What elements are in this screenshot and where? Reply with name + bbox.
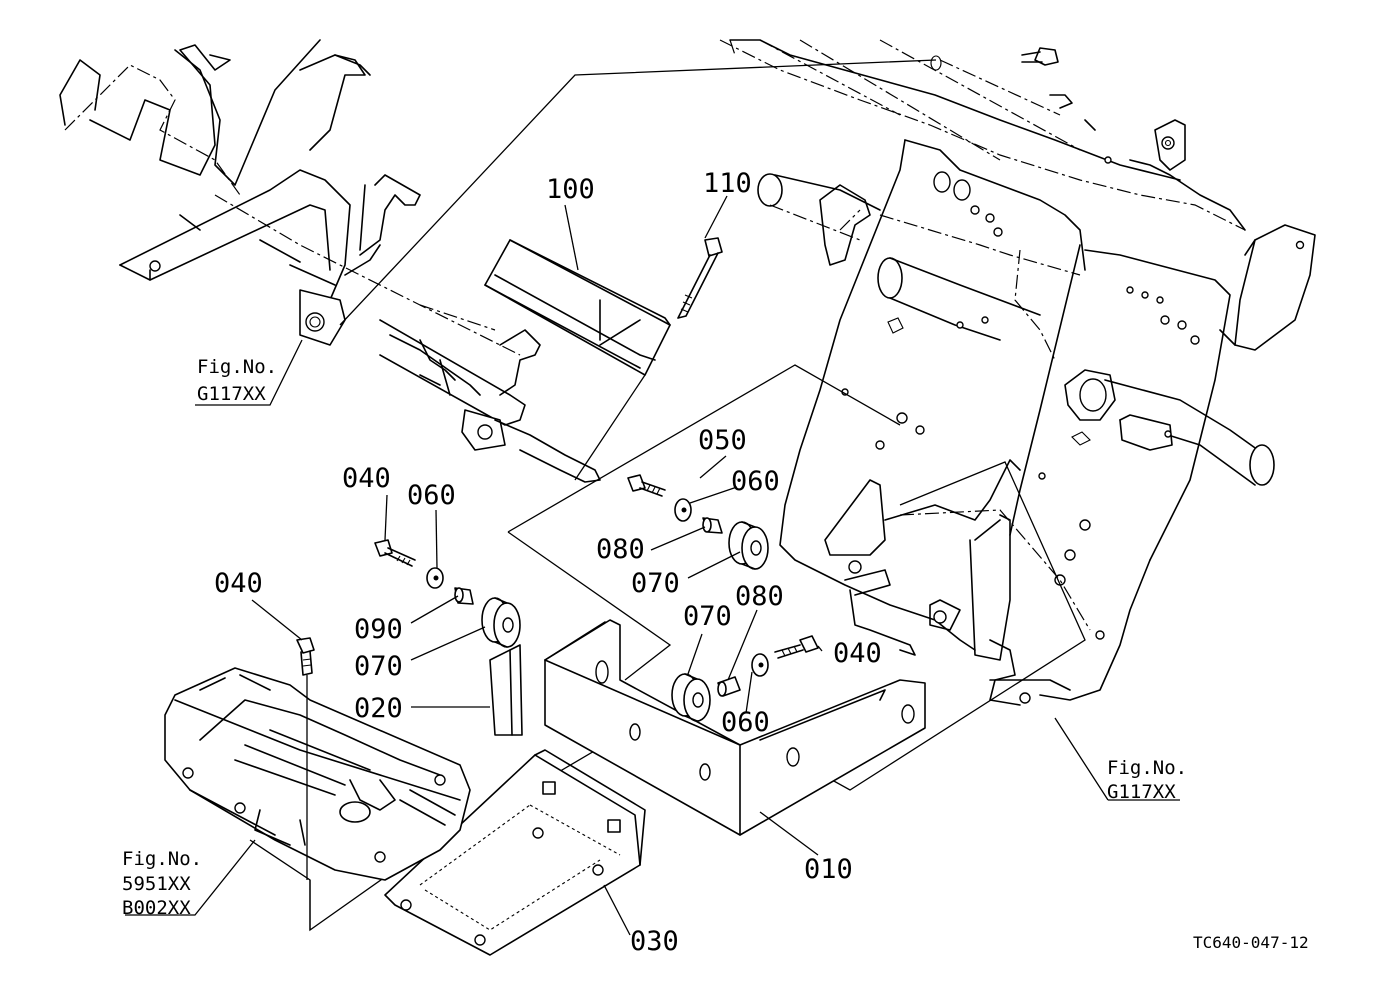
callout-060-upper: 060 [731, 466, 780, 497]
fig-ref-line2: G117XX [1107, 781, 1176, 803]
callout-060-lower: 060 [721, 707, 770, 738]
part-100-cover [484, 239, 671, 376]
figure-ref-bottom-left: Fig.No. 5951XX B002XX [122, 848, 202, 919]
callout-030: 030 [630, 926, 679, 957]
top-bolt [930, 47, 1059, 71]
main-frame-right [719, 39, 1316, 706]
upper-frame-left [59, 39, 601, 483]
fig-ref-line1: Fig.No. [122, 848, 202, 870]
part-110-bolt [677, 237, 723, 319]
fig-ref-line1: Fig.No. [1107, 757, 1187, 779]
callout-050: 050 [698, 425, 747, 456]
callout-040-left: 040 [342, 463, 391, 494]
callout-070-left: 070 [354, 651, 403, 682]
callout-080-lower: 080 [735, 581, 784, 612]
controller-unit [164, 667, 471, 881]
figure-ref-top-left: Fig.No. G117XX [197, 356, 277, 405]
callout-100: 100 [546, 174, 595, 205]
fastener-group-upper [627, 474, 769, 570]
figure-ref-bottom-right: Fig.No. G117XX [1107, 757, 1187, 803]
leader-lines [125, 195, 1180, 936]
fig-ref-line3: B002XX [122, 897, 191, 919]
callout-010: 010 [804, 854, 853, 885]
part-020-plate [489, 644, 523, 736]
fastener-group-left [296, 539, 521, 880]
drawing-reference-code: TC640-047-12 [1193, 933, 1309, 952]
callout-110: 110 [703, 168, 752, 199]
callout-020: 020 [354, 693, 403, 724]
fastener-group-lower [671, 635, 819, 722]
callout-040-vertical: 040 [214, 568, 263, 599]
part-010-bracket [544, 619, 926, 836]
callout-080-upper: 080 [596, 534, 645, 565]
callout-070-upper: 070 [631, 568, 680, 599]
callout-090: 090 [354, 614, 403, 645]
fig-ref-line1: Fig.No. [197, 356, 277, 378]
part-030-base-plate [384, 749, 646, 956]
callout-060-left: 060 [407, 480, 456, 511]
fig-ref-line2: G117XX [197, 383, 266, 405]
callout-070-lower: 070 [683, 601, 732, 632]
callout-040-right: 040 [833, 638, 882, 669]
fig-ref-line2: 5951XX [122, 873, 191, 895]
callout-labels: 100 110 050 060 080 070 040 060 090 070 … [214, 168, 882, 957]
